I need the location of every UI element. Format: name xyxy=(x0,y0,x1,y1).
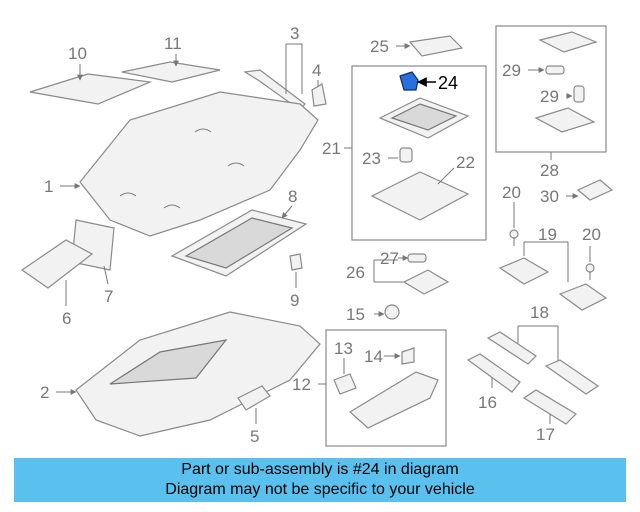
part-24-bulb xyxy=(399,71,436,91)
info-banner: Part or sub-assembly is #24 in diagram D… xyxy=(14,458,626,502)
label-13: 13 xyxy=(334,339,353,358)
part-20-screw-right xyxy=(585,246,595,280)
part-28-housing xyxy=(534,31,598,133)
parts-diagram: 10 11 3 4 1 8 9 7 6 2 5 25 24 21 23 22 2… xyxy=(20,24,614,447)
label-3: 3 xyxy=(290,24,299,43)
part-6-bracket xyxy=(20,239,94,306)
label-5: 5 xyxy=(250,427,259,446)
label-11: 11 xyxy=(164,34,182,53)
part-12-sunvisor xyxy=(348,371,439,429)
part-8-sunroof-panel xyxy=(170,205,308,277)
part-1-headliner xyxy=(60,91,319,237)
part-13-clip xyxy=(333,358,357,395)
part-10-panel xyxy=(29,64,153,105)
label-29-upper: 29 xyxy=(502,61,521,80)
part-20-screw-left xyxy=(509,202,519,246)
label-15: 15 xyxy=(346,305,365,324)
label-21: 21 xyxy=(322,139,341,158)
part-2-headliner xyxy=(56,311,321,437)
assembly-21-box xyxy=(351,65,487,241)
part-22-lens xyxy=(370,167,470,221)
part-15-clip xyxy=(374,304,400,320)
part-4-bracket xyxy=(311,80,327,107)
label-20-left: 20 xyxy=(502,183,521,202)
part-29-bulb-lower xyxy=(566,85,585,103)
label-24: 24 xyxy=(438,73,458,93)
label-16: 16 xyxy=(478,393,497,412)
label-25: 25 xyxy=(370,37,389,56)
label-4: 4 xyxy=(312,61,321,80)
label-2: 2 xyxy=(40,383,49,402)
part-23-bulb xyxy=(388,147,413,163)
label-7: 7 xyxy=(104,287,113,306)
label-9: 9 xyxy=(290,291,299,310)
label-27: 27 xyxy=(380,249,399,268)
label-6: 6 xyxy=(62,309,71,328)
label-10: 10 xyxy=(68,44,87,63)
part-19-holders xyxy=(498,241,608,311)
label-20-right: 20 xyxy=(582,225,601,244)
part-26-lamp xyxy=(373,259,450,295)
label-14: 14 xyxy=(364,347,383,366)
part-16-handle xyxy=(466,353,521,393)
part-27-bulb xyxy=(398,253,427,263)
part-21-housing xyxy=(378,97,470,139)
banner-line-2: Diagram may not be specific to your vehi… xyxy=(165,481,475,498)
part-30-lamp xyxy=(566,179,614,201)
label-18: 18 xyxy=(530,303,549,322)
part-17-handle xyxy=(522,389,577,425)
label-19: 19 xyxy=(538,225,557,244)
label-1: 1 xyxy=(44,177,53,196)
label-8: 8 xyxy=(288,187,297,206)
label-23: 23 xyxy=(362,149,381,168)
assembly-12-box xyxy=(325,329,447,447)
label-28: 28 xyxy=(540,161,559,180)
part-9-clip xyxy=(289,253,303,288)
part-25-lamp xyxy=(396,35,464,57)
label-12: 12 xyxy=(292,375,311,394)
label-26: 26 xyxy=(346,263,365,282)
label-17: 17 xyxy=(536,425,555,444)
part-29-bulb-upper xyxy=(528,65,565,75)
part-5-bracket xyxy=(237,385,271,424)
label-29-lower: 29 xyxy=(540,87,559,106)
label-30: 30 xyxy=(540,187,559,206)
label-22: 22 xyxy=(456,153,475,172)
part-14-cover xyxy=(384,347,415,365)
part-18-grips xyxy=(486,325,600,395)
part-11-panel xyxy=(121,54,221,83)
banner-line-1: Part or sub-assembly is #24 in diagram xyxy=(181,461,459,478)
